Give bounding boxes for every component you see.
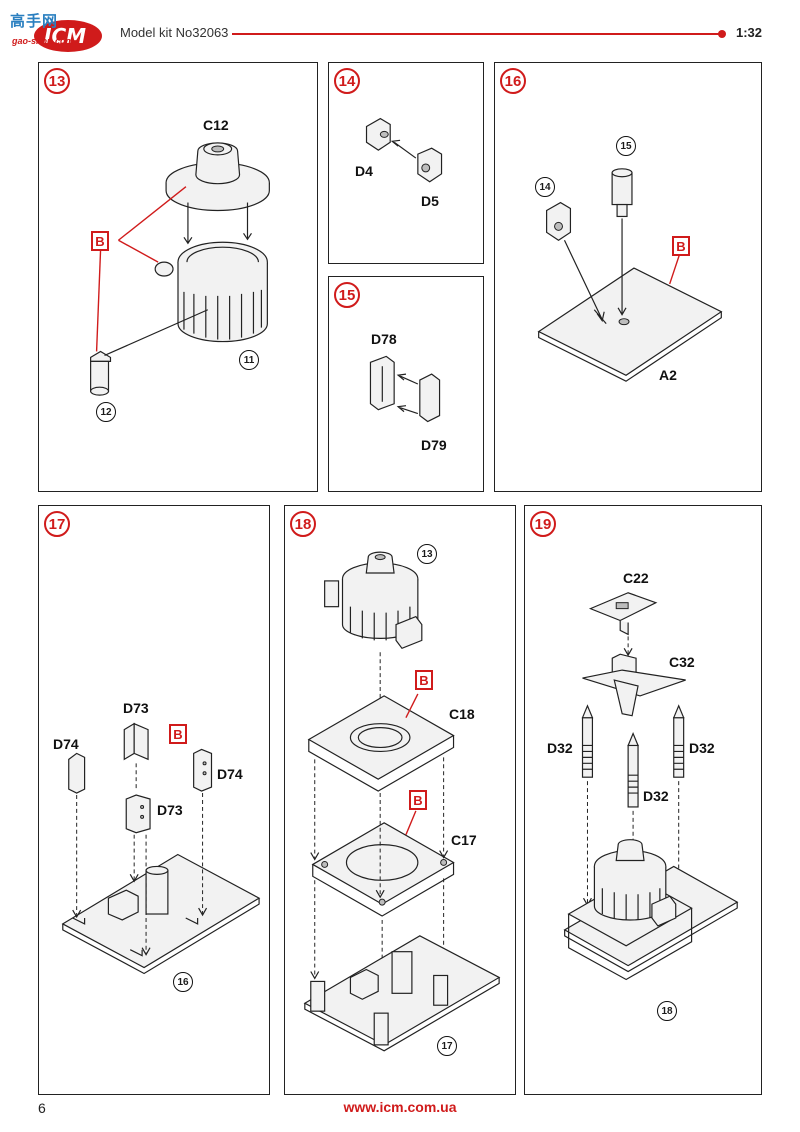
part-label-d32-left: D32 (547, 740, 573, 756)
ref-step-18: 18 (657, 1001, 677, 1021)
footer-url[interactable]: www.icm.com.ua (343, 1099, 457, 1115)
step-13-illustration (90, 142, 270, 396)
step-14-illustration (365, 117, 443, 183)
step-14-panel: 14 D4 D5 (328, 62, 484, 264)
watermark-subtext: gao-shou.com (12, 36, 74, 46)
ref-step-12: 12 (96, 402, 116, 422)
glue-marker: B (415, 670, 433, 690)
glue-marker: B (409, 790, 427, 810)
ref-step-16: 16 (173, 972, 193, 992)
part-label-d32-mid: D32 (643, 788, 669, 804)
part-label-d5: D5 (421, 193, 439, 209)
glue-marker: B (91, 231, 109, 251)
part-label-d73-bottom: D73 (157, 802, 183, 818)
part-label-d73-top: D73 (123, 700, 149, 716)
glue-marker: B (672, 236, 690, 256)
step-17-illustration (61, 722, 261, 975)
step-15-panel: 15 D78 D79 (328, 276, 484, 492)
part-label-c18: C18 (449, 706, 475, 722)
step-13-panel: 13 C12 B 11 12 (38, 62, 318, 492)
svg-text:ICM: ICM (44, 24, 86, 48)
part-label-c22: C22 (623, 570, 649, 586)
part-label-a2: A2 (659, 367, 677, 383)
part-label-d78: D78 (371, 331, 397, 347)
step-19-illustration (563, 592, 739, 981)
part-label-d74-left: D74 (53, 736, 79, 752)
ref-step-13: 13 (417, 544, 437, 564)
part-label-c17: C17 (451, 832, 477, 848)
step-18-illustration (303, 551, 501, 1052)
part-label-d4: D4 (355, 163, 373, 179)
icm-logo-icon: ICM (34, 20, 102, 52)
step-number: 16 (500, 68, 526, 94)
part-label-c32: C32 (669, 654, 695, 670)
step-16-illustration (537, 168, 723, 382)
step-18-panel: 18 13 B C18 B C17 17 (284, 505, 516, 1095)
step-16-panel: 16 14 15 B A2 (494, 62, 762, 492)
step-number: 13 (44, 68, 70, 94)
ref-step-11: 11 (239, 350, 259, 370)
part-label-d79: D79 (421, 437, 447, 453)
page-number: 6 (38, 1100, 46, 1116)
header-rule (232, 33, 720, 35)
step-number: 19 (530, 511, 556, 537)
step-number: 17 (44, 511, 70, 537)
watermark-text: 高手网 (10, 12, 59, 30)
kit-scale: 1:32 (736, 25, 763, 40)
step-17-panel: 17 D73 B D74 D74 D73 16 (38, 505, 270, 1095)
step-15-illustration (369, 355, 441, 423)
header-rule-dot (718, 30, 726, 38)
kit-title: Model kit No32063 (120, 25, 229, 40)
part-label-c12: C12 (203, 117, 229, 133)
step-number: 15 (334, 282, 360, 308)
brand-logo: ICM 高手网 gao-shou.com (6, 6, 106, 60)
ref-step-14: 14 (535, 177, 555, 197)
step-19-panel: 19 C22 C32 D32 D32 D32 18 (524, 505, 762, 1095)
ref-step-15: 15 (616, 136, 636, 156)
part-label-d32-right: D32 (689, 740, 715, 756)
glue-marker: B (169, 724, 187, 744)
step-number: 14 (334, 68, 360, 94)
ref-step-17: 17 (437, 1036, 457, 1056)
step-number: 18 (290, 511, 316, 537)
part-label-d74-right: D74 (217, 766, 243, 782)
